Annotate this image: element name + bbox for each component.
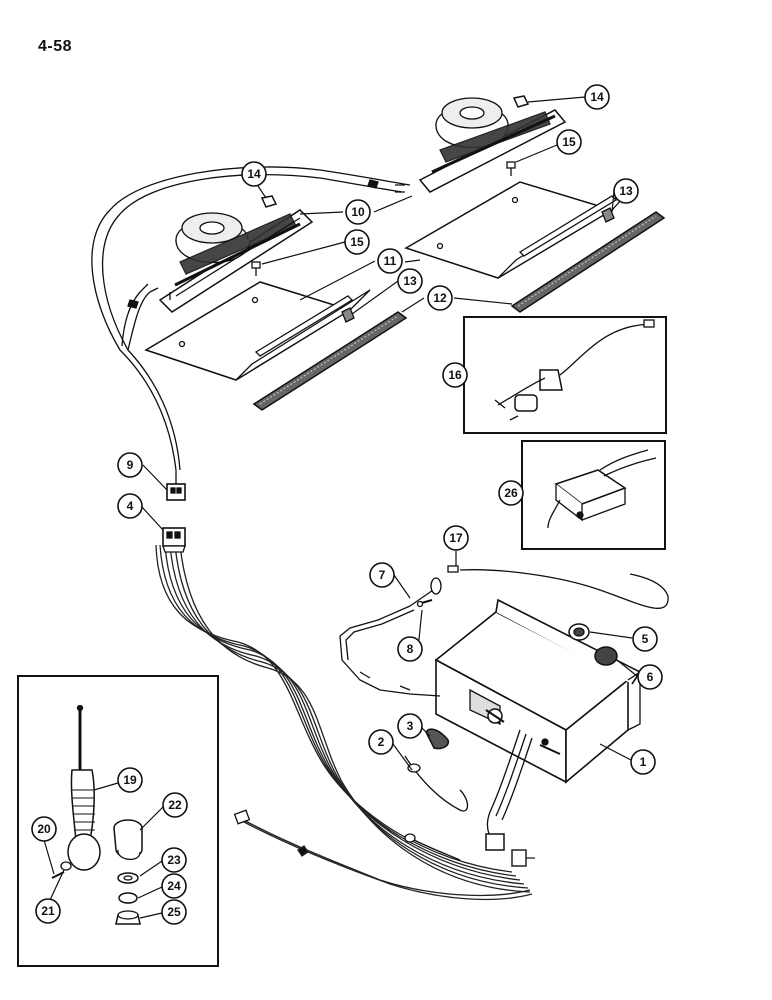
callout-21: 21 xyxy=(35,898,61,924)
page-number: 4-58 xyxy=(38,38,73,55)
wiring-harness-connector xyxy=(162,527,186,553)
callout-10: 10 xyxy=(345,199,371,225)
svg-text:2: 2 xyxy=(378,735,385,749)
callout-16: 16 xyxy=(442,362,468,388)
svg-text:15: 15 xyxy=(562,135,576,149)
callout-22: 22 xyxy=(162,792,188,818)
svg-text:22: 22 xyxy=(168,798,182,812)
callout-15-right: 15 xyxy=(556,129,582,155)
callout-14-left: 14 xyxy=(241,161,267,187)
svg-text:5: 5 xyxy=(642,632,649,646)
svg-text:15: 15 xyxy=(350,235,364,249)
svg-text:24: 24 xyxy=(167,879,181,893)
svg-text:9: 9 xyxy=(127,458,134,472)
callout-3: 3 xyxy=(397,713,423,739)
svg-text:26: 26 xyxy=(504,486,518,500)
nut xyxy=(260,95,530,208)
svg-text:10: 10 xyxy=(351,205,365,219)
callout-20: 20 xyxy=(31,816,57,842)
speaker-connector xyxy=(166,470,186,501)
callout-25: 25 xyxy=(161,899,187,925)
callout-15-left: 15 xyxy=(344,229,370,255)
svg-text:8: 8 xyxy=(407,642,414,656)
power-converter-inset xyxy=(521,440,666,550)
svg-text:11: 11 xyxy=(384,254,397,268)
callout-6: 6 xyxy=(637,664,663,690)
svg-text:14: 14 xyxy=(247,167,261,181)
svg-text:16: 16 xyxy=(448,368,462,382)
callout-7: 7 xyxy=(369,562,395,588)
svg-text:1: 1 xyxy=(640,755,647,769)
harness-end-connector xyxy=(233,809,251,825)
wiring-harness xyxy=(155,544,535,901)
svg-text:7: 7 xyxy=(379,568,386,582)
callout-26: 26 xyxy=(498,480,524,506)
callout-2: 2 xyxy=(368,729,394,755)
clip xyxy=(341,207,615,323)
leader-lines xyxy=(43,96,638,919)
speaker-grille-left xyxy=(252,311,408,411)
svg-text:12: 12 xyxy=(433,291,447,305)
radio-wires xyxy=(485,729,533,851)
speaker-panel-right xyxy=(404,181,633,279)
callout-4: 4 xyxy=(117,493,143,519)
speaker-right xyxy=(418,97,567,193)
callouts: 1 2 3 4 5 6 7 8 9 10 11 12 13 13 14 14 1… xyxy=(31,84,663,925)
svg-text:14: 14 xyxy=(590,90,604,104)
callout-17: 17 xyxy=(443,525,469,551)
callout-14-right: 14 xyxy=(584,84,610,110)
radio-unit xyxy=(434,598,642,784)
svg-text:25: 25 xyxy=(167,905,181,919)
antenna-cable xyxy=(339,565,669,697)
knob xyxy=(425,708,505,750)
callout-5: 5 xyxy=(632,626,658,652)
svg-text:3: 3 xyxy=(407,719,414,733)
callout-13-right: 13 xyxy=(613,178,639,204)
control-knob xyxy=(568,623,618,666)
ground-wire xyxy=(404,755,469,861)
callout-23: 23 xyxy=(161,847,187,873)
svg-text:19: 19 xyxy=(123,773,137,787)
svg-text:6: 6 xyxy=(647,670,654,684)
callout-24: 24 xyxy=(161,873,187,899)
screw xyxy=(416,599,433,608)
callout-13-left: 13 xyxy=(397,268,423,294)
screw-15 xyxy=(251,161,516,276)
svg-text:20: 20 xyxy=(37,822,51,836)
svg-text:17: 17 xyxy=(449,531,463,545)
callout-12: 12 xyxy=(427,285,453,311)
svg-text:21: 21 xyxy=(41,904,55,918)
noise-filter-inset xyxy=(463,316,667,434)
speaker-grille-right xyxy=(510,211,666,313)
speaker-panel-left xyxy=(144,281,371,381)
callout-1: 1 xyxy=(630,749,656,775)
callout-11: 11 xyxy=(377,248,403,274)
speaker-left xyxy=(158,209,314,313)
speaker-cables xyxy=(91,166,411,471)
svg-text:13: 13 xyxy=(403,274,417,288)
svg-text:23: 23 xyxy=(167,853,181,867)
svg-text:4: 4 xyxy=(127,499,134,513)
callout-9: 9 xyxy=(117,452,143,478)
svg-text:13: 13 xyxy=(619,184,633,198)
callout-8: 8 xyxy=(397,636,423,662)
callout-19: 19 xyxy=(117,767,143,793)
